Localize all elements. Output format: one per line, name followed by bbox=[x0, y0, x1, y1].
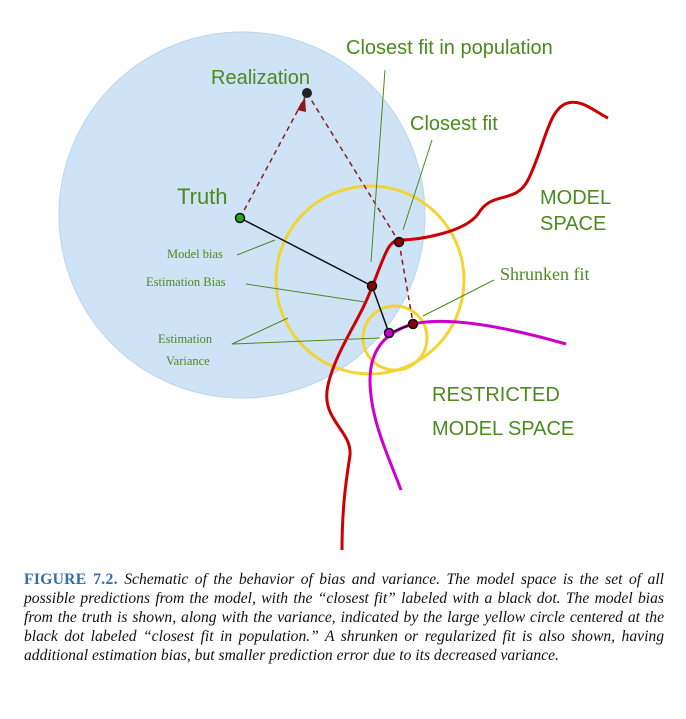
restricted-model-space-label-line2: MODEL SPACE bbox=[432, 418, 574, 440]
model-bias-label: Model bias bbox=[167, 247, 223, 261]
model-space-label-line1: MODEL bbox=[540, 187, 611, 209]
model-bias-line bbox=[239, 217, 373, 287]
shrunken-fit-point bbox=[407, 318, 419, 330]
truth-point bbox=[234, 212, 246, 224]
dashed-truth-to-realization bbox=[239, 96, 306, 219]
figure-caption-text: Schematic of the behavior of bias and va… bbox=[24, 571, 664, 664]
truth-label: Truth bbox=[177, 184, 228, 209]
dashed-realization-to-closest-fit bbox=[306, 92, 400, 243]
small-variance-circle bbox=[361, 304, 429, 372]
closest-fit-point bbox=[393, 236, 405, 248]
dashed-closest-fit-to-shrunken-fit bbox=[398, 241, 414, 324]
leader-shrunken-fit bbox=[422, 279, 495, 317]
leader-model-bias bbox=[236, 239, 276, 256]
leader-estimation-variance-b bbox=[231, 337, 381, 345]
dashed-arrow-head bbox=[297, 97, 306, 112]
figure-caption: FIGURE 7.2. Schematic of the behavior of… bbox=[24, 570, 664, 665]
leader-estimation-bias bbox=[245, 283, 366, 303]
closest-fit-population-label: Closest fit in population bbox=[346, 37, 553, 59]
estimation-bias-label: Estimation Bias bbox=[146, 275, 226, 289]
figure-label: FIGURE 7.2. bbox=[24, 571, 118, 588]
restricted-model-space-label-line1: RESTRICTED bbox=[432, 384, 560, 406]
leader-closest-fit-population bbox=[370, 69, 386, 263]
closest-fit-population-point bbox=[366, 280, 378, 292]
realization-label: Realization bbox=[211, 67, 310, 89]
bias-variance-diagram: Realization Truth Closest fit in populat… bbox=[58, 31, 611, 551]
restricted-model-space-curve bbox=[368, 319, 567, 491]
shrunken-fit-population-point bbox=[383, 327, 395, 339]
closest-fit-label: Closest fit bbox=[410, 113, 498, 135]
model-space-label-line2: SPACE bbox=[540, 213, 606, 235]
estimation-bias-line bbox=[371, 285, 390, 334]
estimation-variance-label-line2: Variance bbox=[166, 354, 210, 368]
leader-closest-fit bbox=[402, 139, 433, 231]
shrunken-fit-label: Shrunken fit bbox=[500, 264, 590, 284]
leader-estimation-variance-a bbox=[231, 317, 289, 345]
estimation-variance-label-line1: Estimation bbox=[158, 332, 213, 346]
realization-point bbox=[302, 88, 312, 98]
